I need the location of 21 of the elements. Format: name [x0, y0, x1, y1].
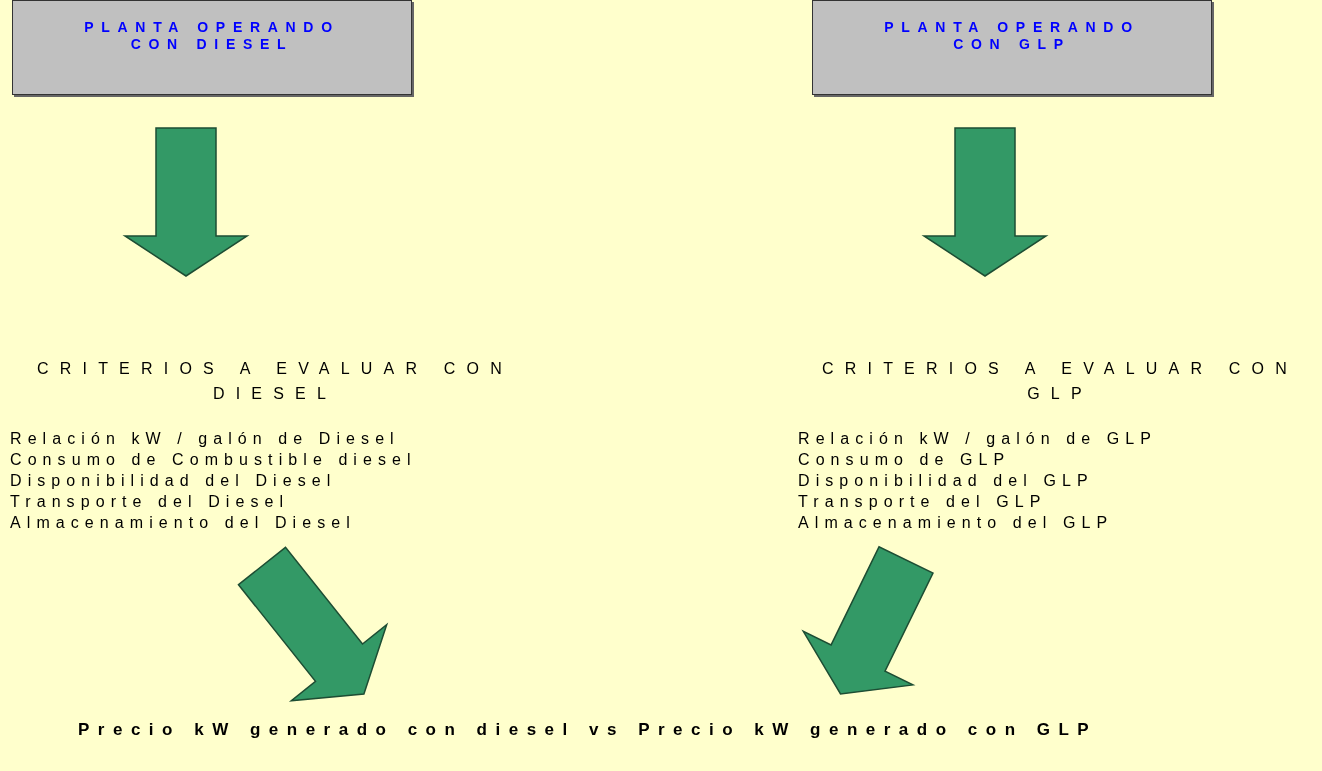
criteria-item: Disponibilidad del Diesel	[10, 471, 337, 491]
criteria-heading: CRITERIOS A EVALUAR CON GLP	[821, 359, 1299, 404]
criteria-item: Transporte del GLP	[798, 492, 1047, 512]
criteria-item: Relación kW / galón de Diesel	[10, 429, 400, 449]
criteria-item: Consumo de Combustible diesel	[10, 450, 417, 470]
criteria-item: Consumo de GLP	[798, 450, 1011, 470]
block-arrow	[921, 127, 1049, 277]
criteria-item: Disponibilidad del GLP	[798, 471, 1094, 491]
criteria-item: Almacenamiento del Diesel	[10, 513, 356, 533]
criteria-item: Almacenamiento del GLP	[798, 513, 1114, 533]
criteria-heading: CRITERIOS A EVALUAR CON DIESEL	[36, 359, 514, 404]
process-box	[812, 0, 1212, 95]
criteria-item: Relación kW / galón de GLP	[798, 429, 1158, 449]
box-label: PLANTA OPERANDO CON DIESEL	[83, 19, 341, 54]
box-label: PLANTA OPERANDO CON GLP	[883, 19, 1141, 54]
conclusion-text: Precio kW generado con diesel vs Precio kW generado con GLP	[78, 720, 1098, 740]
block-arrow	[122, 127, 250, 277]
process-box	[12, 0, 412, 95]
criteria-item: Transporte del Diesel	[10, 492, 290, 512]
block-arrow	[237, 546, 389, 702]
block-arrow	[801, 545, 934, 695]
